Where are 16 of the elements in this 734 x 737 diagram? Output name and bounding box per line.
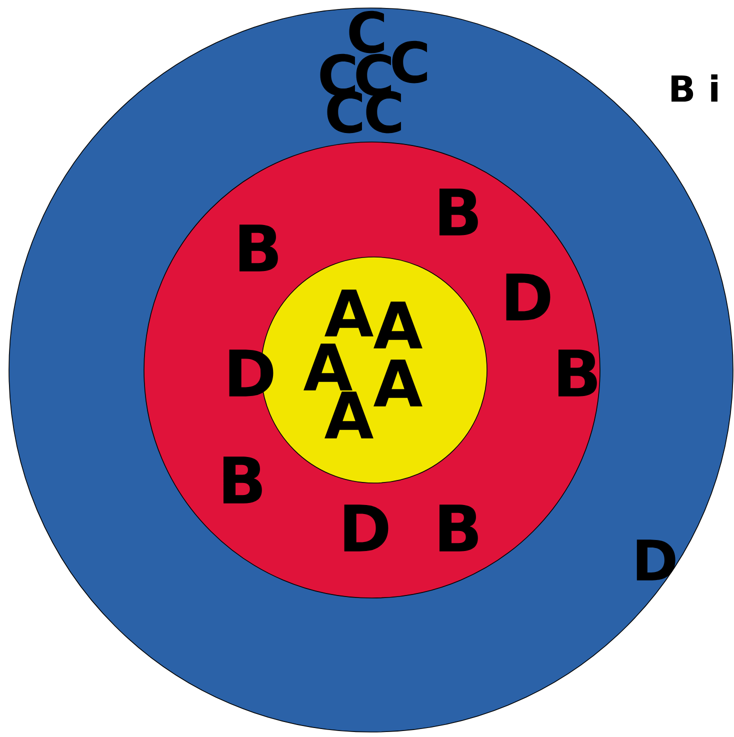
letter: C (349, 10, 384, 54)
note-text: B i (672, 74, 718, 102)
letter: D (344, 504, 388, 552)
letter: A (324, 290, 374, 336)
letter: C (392, 40, 427, 84)
letter: B (558, 350, 597, 396)
letter: A (374, 302, 422, 348)
letter: B (439, 188, 478, 236)
letter: A (324, 392, 374, 438)
letter: A (304, 344, 352, 390)
letter: A (374, 360, 422, 406)
letter: B (224, 456, 262, 504)
letter: B (439, 504, 478, 552)
letter: D (636, 540, 676, 580)
letter: B (240, 224, 278, 272)
letter: D (506, 274, 550, 320)
